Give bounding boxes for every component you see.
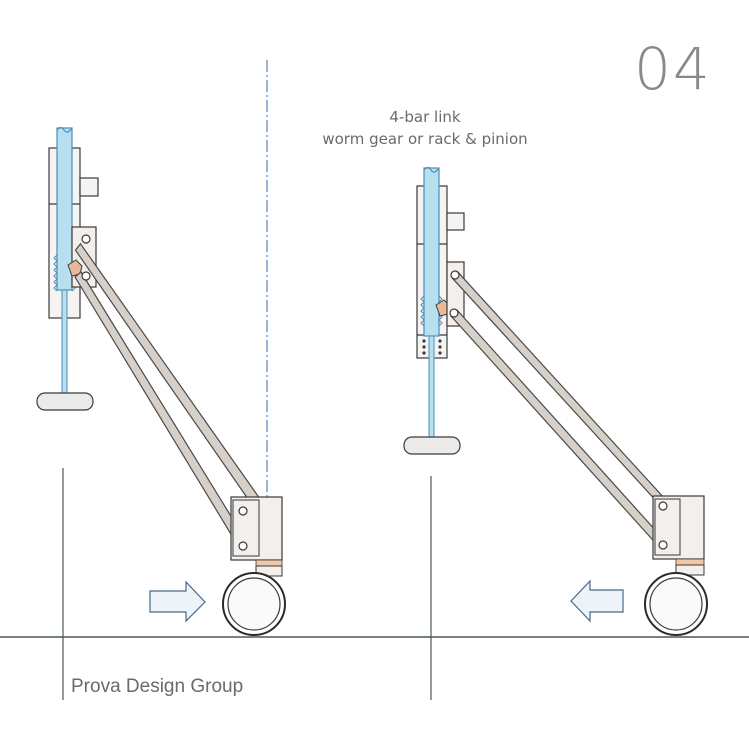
pivot-pin [81, 271, 91, 281]
side-knob-right [446, 212, 465, 231]
wheel-icon [222, 572, 286, 636]
shaft-right [423, 167, 440, 337]
wheel-icon [644, 572, 708, 636]
pivot-pin [238, 541, 248, 551]
left-arrow-icon [570, 579, 624, 623]
link-lower-left [74, 271, 249, 550]
pivot-pin [450, 270, 460, 280]
caster-bracket-left [232, 499, 260, 557]
shaft-break-right [423, 166, 440, 173]
side-knob-left [79, 177, 99, 197]
caster-bracket-right [654, 498, 681, 556]
page-number: 04 [634, 35, 712, 103]
pivot-pin [81, 234, 91, 244]
link-upper-right [451, 270, 666, 505]
credit-text: Prova Design Group [71, 676, 244, 697]
foot-pad-left [36, 392, 94, 411]
pivot-pin [238, 506, 248, 516]
foot-pad-right [403, 436, 461, 455]
pivot-pin [449, 308, 459, 318]
link-upper-left [74, 242, 266, 513]
rod-left [61, 289, 68, 401]
four-bar-links-left [74, 234, 266, 550]
worm-gear-left [67, 259, 83, 277]
pivot-pin [658, 501, 668, 511]
right-arrow-icon [149, 580, 206, 623]
caster-housing-left [230, 496, 283, 561]
shaft-break-left [56, 126, 73, 133]
caption-line-2: worm gear or rack & pinion [322, 130, 528, 148]
caption-line-1: 4-bar link [389, 108, 461, 126]
pivot-pin [658, 540, 668, 550]
mechanism-right [403, 166, 708, 636]
caster-stem-right [675, 564, 705, 576]
mechanism-left [36, 126, 286, 636]
link-lower-right [450, 309, 667, 549]
rod-right [428, 335, 435, 445]
four-bar-links-right [449, 270, 667, 549]
accent-band-right [675, 558, 705, 566]
accent-band-left [255, 559, 283, 567]
